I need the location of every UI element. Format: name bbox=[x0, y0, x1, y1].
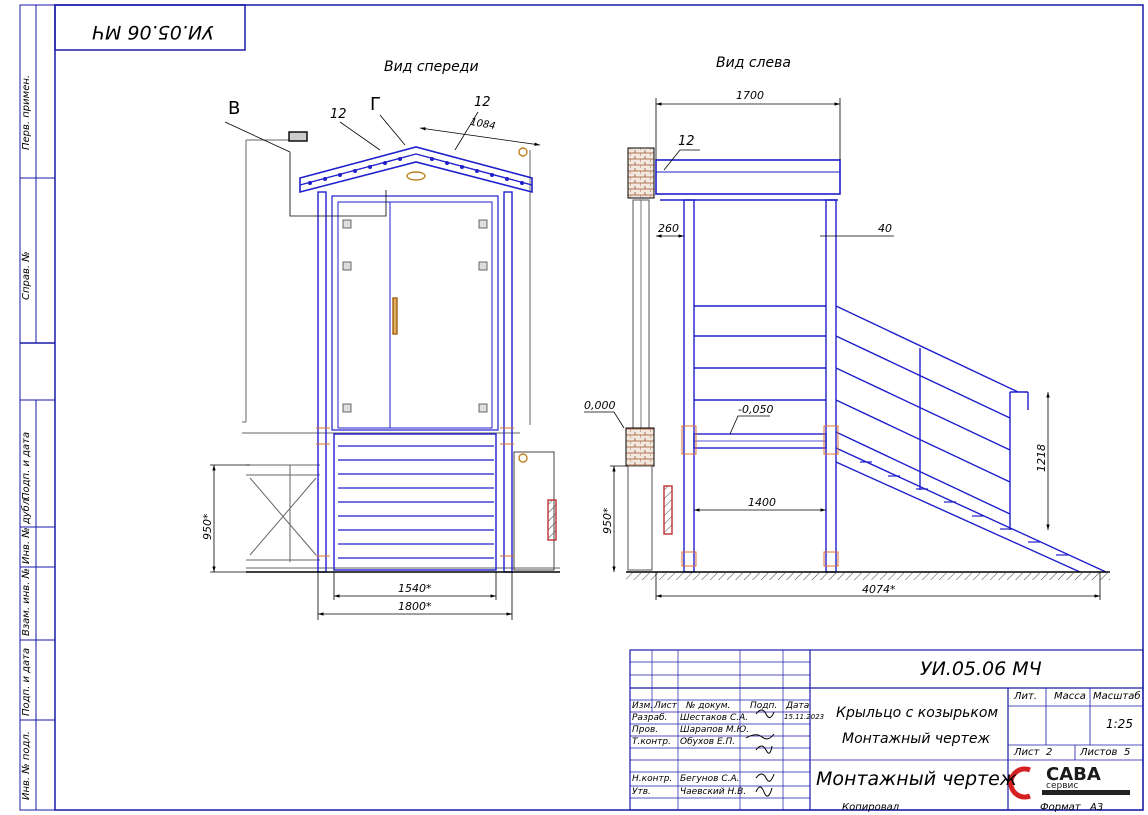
tb-row-name: Обухов Е.П. bbox=[680, 737, 736, 747]
sava-logo bbox=[1008, 766, 1130, 800]
left-dim-40: 40 bbox=[878, 222, 892, 235]
left-dim-260: 260 bbox=[658, 222, 679, 235]
top-stamp-mirrored: УИ.05.06 МЧ bbox=[92, 21, 214, 43]
side-label-dubl: Инв. № дубл. bbox=[21, 495, 32, 564]
left-dim-950: 950* bbox=[601, 507, 614, 535]
tb-sheets-no: 5 bbox=[1124, 747, 1131, 758]
tb-sheet-no: 2 bbox=[1046, 747, 1053, 758]
left-view bbox=[625, 147, 1110, 580]
front-dimensions bbox=[210, 111, 541, 620]
tb-code: УИ.05.06 МЧ bbox=[920, 658, 1042, 680]
front-view bbox=[242, 131, 560, 573]
tb-row-role: Пров. bbox=[632, 725, 659, 735]
front-view-title: Вид спереди bbox=[384, 59, 479, 75]
left-dim-4074: 4074* bbox=[862, 583, 896, 596]
logo-main: САВА bbox=[1046, 764, 1101, 785]
tb-product: Крыльцо с козырьком bbox=[836, 705, 999, 721]
tb-copied: Копировал bbox=[842, 802, 900, 813]
side-label-podp2: Подп. и дата bbox=[21, 647, 32, 716]
side-label-podl: Инв. № подл. bbox=[21, 731, 32, 800]
tb-sheet-lbl: Лист bbox=[1014, 747, 1040, 758]
callout-12c: 12 bbox=[678, 134, 695, 149]
side-label-perv: Перв. примен. bbox=[21, 74, 32, 150]
left-dim-1218: 1218 bbox=[1035, 444, 1048, 472]
tb-row-name: Шарапов М.Ю. bbox=[680, 725, 750, 735]
tb-hdr-podp: Подп. bbox=[750, 701, 778, 711]
tb-hdr-list: Лист bbox=[654, 701, 677, 711]
tb-hdr-izm: Изм. bbox=[632, 701, 654, 711]
tb-sheets-lbl: Листов bbox=[1080, 747, 1118, 758]
tb-lit-hdr: Лит. bbox=[1014, 691, 1038, 702]
level-0000: 0,000 bbox=[584, 399, 616, 412]
tb-row-name: Бегунов С.А. bbox=[680, 774, 740, 784]
tb-row-name: Шестаков С.А. bbox=[680, 713, 749, 723]
tb-doc-type: Монтажный чертеж bbox=[842, 731, 991, 747]
front-dim-1540: 1540* bbox=[398, 582, 432, 595]
tb-row-role: Разраб. bbox=[632, 713, 668, 723]
level-0050: -0,050 bbox=[738, 403, 774, 416]
side-label-podp1: Подп. и дата bbox=[21, 431, 32, 500]
logo-sub: сервис bbox=[1046, 781, 1079, 791]
tb-row-role: Н.контр. bbox=[632, 774, 673, 784]
tb-row-role: Т.контр. bbox=[632, 737, 672, 747]
tb-hdr-date: Дата bbox=[786, 701, 810, 711]
tb-hdr-doc: № докум. bbox=[686, 701, 731, 711]
tb-date: 15.11.2023 bbox=[784, 713, 825, 721]
left-view-title: Вид слева bbox=[716, 55, 791, 71]
callout-12a: 12 bbox=[330, 107, 347, 122]
tb-row-name: Чаевский Н.В. bbox=[680, 787, 747, 797]
callout-b: В bbox=[228, 98, 241, 119]
title-block-frame bbox=[629, 649, 1144, 811]
front-dim-1800: 1800* bbox=[398, 600, 432, 613]
front-dim-950: 950* bbox=[201, 513, 214, 541]
tb-mass-hdr: Масса bbox=[1054, 691, 1086, 702]
sheet-frame bbox=[19, 4, 1144, 811]
tb-format-lbl: Формат bbox=[1040, 802, 1081, 813]
tb-scale-hdr: Масштаб bbox=[1093, 691, 1141, 702]
callout-12b: 12 bbox=[474, 95, 491, 110]
tb-doc-big: Монтажный чертеж bbox=[816, 768, 1017, 790]
callout-g: Г bbox=[370, 94, 381, 115]
side-label-vzam: Взам. инв. № bbox=[21, 568, 32, 636]
tb-scale: 1:25 bbox=[1106, 717, 1133, 731]
signatures bbox=[745, 709, 775, 797]
side-label-sprav: Справ. № bbox=[21, 251, 32, 300]
tb-row-role: Утв. bbox=[632, 787, 651, 797]
left-dimensions bbox=[584, 98, 1101, 600]
left-dim-1400: 1400 bbox=[748, 496, 776, 509]
left-dim-1700: 1700 bbox=[736, 89, 764, 102]
tb-format: A3 bbox=[1090, 802, 1104, 813]
